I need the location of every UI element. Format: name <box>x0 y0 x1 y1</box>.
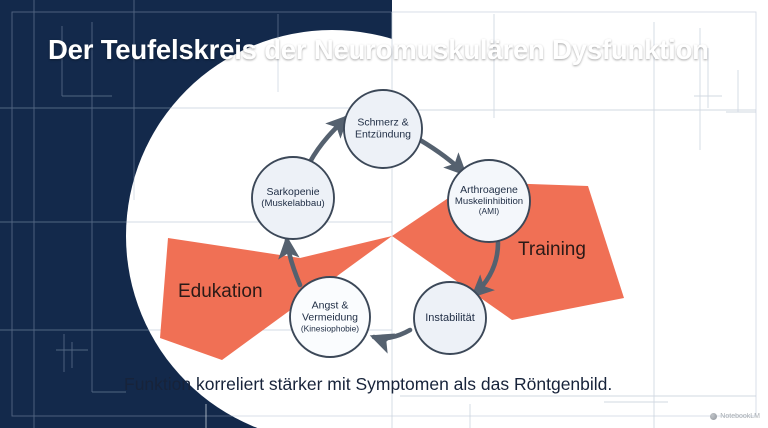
node-sarkopenie <box>251 156 335 240</box>
arrow-ami-to-instabilitat <box>470 240 501 299</box>
notebooklm-icon <box>710 413 718 420</box>
arrow-sarkopenie-to-schmerz <box>307 114 350 165</box>
arrow-instabilitat-to-angst <box>369 327 413 354</box>
page-title: Der Teufelskreis der Neuromuskulären Dys… <box>48 34 709 65</box>
slide-caption: Funktion korreliert stärker mit Symptome… <box>124 374 613 394</box>
cycle-nodes <box>251 89 531 358</box>
node-ami <box>447 159 531 243</box>
watermark: NotebookLM <box>710 413 760 420</box>
wedge-label-training: Training <box>518 239 586 260</box>
watermark-label: NotebookLM <box>720 413 760 420</box>
wedge-edukation <box>160 236 392 360</box>
node-angst <box>289 276 371 358</box>
arrow-schmerz-to-ami <box>417 137 468 177</box>
arrow-angst-to-sarkopenie <box>278 235 303 288</box>
accent-wedges <box>160 182 624 360</box>
node-schmerz <box>343 89 423 169</box>
wedge-label-edukation: Edukation <box>178 281 263 302</box>
node-instabilitat <box>413 281 487 355</box>
wedge-training <box>392 182 624 320</box>
